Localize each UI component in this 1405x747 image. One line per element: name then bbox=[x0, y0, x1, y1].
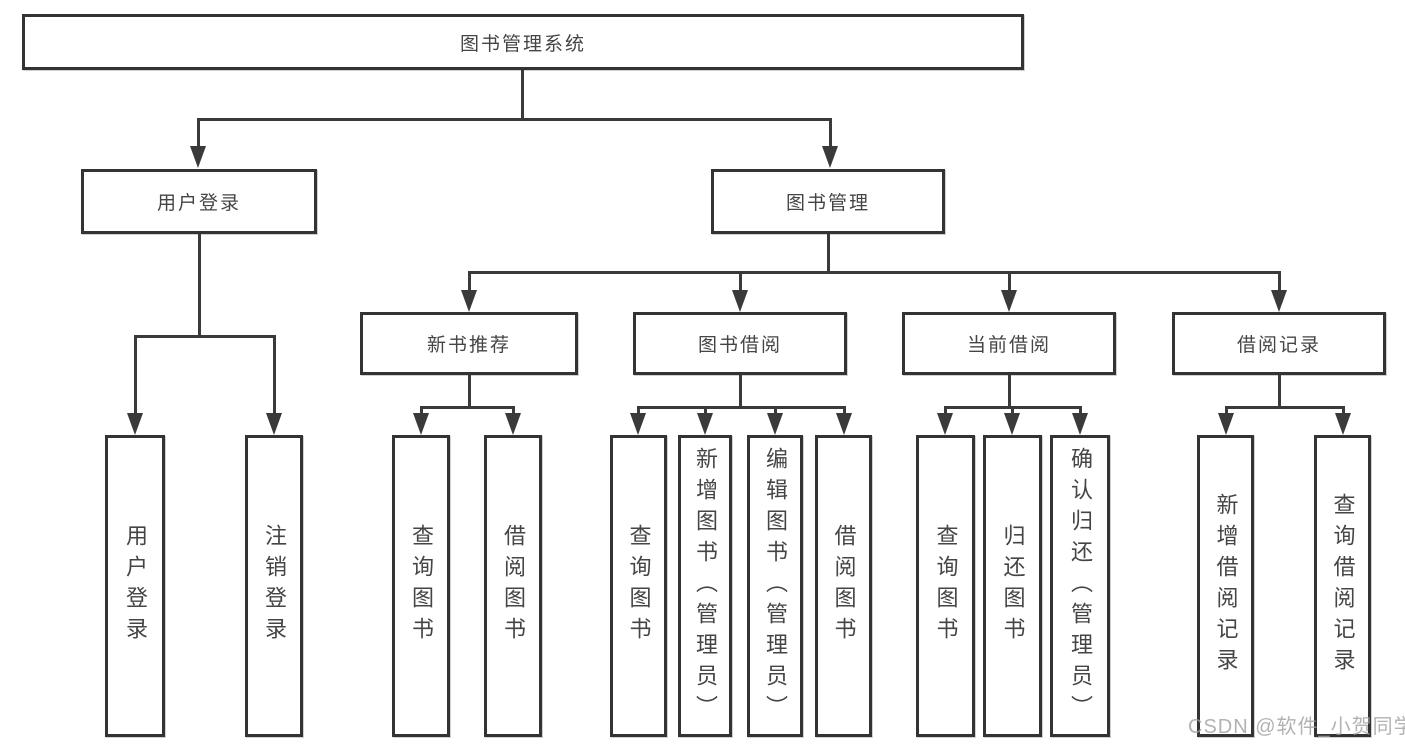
node-root: 图书管理系统 bbox=[22, 14, 1024, 70]
leaf-borrow-query-books: 查询图书 bbox=[610, 435, 667, 737]
node-borrow-records-label: 借阅记录 bbox=[1236, 335, 1321, 356]
leaf-borrow-edit-books-admin-label: 编辑图书（管理员） bbox=[763, 446, 788, 726]
connector-line bbox=[1079, 406, 1082, 418]
leaf-current-query-books-label: 查询图书 bbox=[933, 524, 959, 648]
arrowhead-down-icon bbox=[1218, 413, 1234, 435]
connector-line bbox=[468, 375, 471, 409]
arrowhead-down-icon bbox=[190, 146, 206, 168]
connector-line bbox=[521, 70, 524, 120]
arrowhead-down-icon bbox=[732, 290, 748, 312]
arrowhead-down-icon bbox=[1072, 413, 1088, 435]
connector-line bbox=[1278, 271, 1281, 291]
node-new-book-recommend: 新书推荐 bbox=[360, 312, 578, 375]
node-current-borrow-label: 当前借阅 bbox=[966, 335, 1051, 356]
connector-line bbox=[1225, 406, 1345, 409]
connector-line bbox=[637, 406, 640, 418]
connector-line bbox=[827, 234, 830, 274]
node-user-login: 用户登录 bbox=[81, 169, 317, 234]
arrowhead-down-icon bbox=[937, 413, 953, 435]
leaf-borrow-borrow-books: 借阅图书 bbox=[815, 435, 872, 737]
node-borrow-records: 借阅记录 bbox=[1172, 312, 1386, 375]
connector-line bbox=[134, 335, 137, 415]
connector-line bbox=[197, 118, 200, 148]
leaf-current-confirm-return-admin-label: 确认归还（管理员） bbox=[1068, 446, 1093, 726]
arrowhead-down-icon bbox=[461, 290, 477, 312]
connector-line bbox=[1011, 406, 1014, 418]
connector-line bbox=[637, 406, 846, 409]
leaf-newbook-query-books-label: 查询图书 bbox=[409, 524, 434, 648]
node-new-book-recommend-label: 新书推荐 bbox=[426, 335, 511, 356]
arrowhead-down-icon bbox=[630, 413, 646, 435]
leaf-logout-label: 注销登录 bbox=[262, 524, 287, 648]
arrowhead-down-icon bbox=[1271, 290, 1287, 312]
leaf-borrow-edit-books-admin: 编辑图书（管理员） bbox=[747, 435, 803, 737]
arrowhead-down-icon bbox=[1335, 413, 1351, 435]
node-book-borrow: 图书借阅 bbox=[633, 312, 847, 375]
connector-line bbox=[512, 406, 515, 418]
leaf-current-query-books: 查询图书 bbox=[916, 435, 975, 737]
leaf-borrow-query-books-label: 查询图书 bbox=[626, 524, 652, 648]
node-book-management-label: 图书管理 bbox=[785, 193, 870, 214]
leaf-records-query-record: 查询借阅记录 bbox=[1314, 435, 1371, 737]
connector-line bbox=[420, 406, 423, 418]
connector-line bbox=[468, 271, 1281, 274]
connector-line bbox=[1278, 375, 1281, 409]
connector-line bbox=[273, 335, 276, 415]
arrowhead-down-icon bbox=[822, 146, 838, 168]
arrowhead-down-icon bbox=[1004, 413, 1020, 435]
connector-line bbox=[1008, 271, 1011, 291]
leaf-current-confirm-return-admin: 确认归还（管理员） bbox=[1050, 435, 1110, 737]
connector-line bbox=[944, 406, 947, 418]
node-root-label: 图书管理系统 bbox=[459, 33, 586, 55]
connector-line bbox=[134, 335, 276, 338]
connector-line bbox=[739, 375, 742, 409]
leaf-records-query-record-label: 查询借阅记录 bbox=[1330, 493, 1356, 679]
arrowhead-down-icon bbox=[266, 413, 282, 435]
connector-line bbox=[1225, 406, 1228, 418]
node-book-management: 图书管理 bbox=[711, 169, 945, 234]
leaf-records-add-record: 新增借阅记录 bbox=[1197, 435, 1254, 737]
connector-line bbox=[1342, 406, 1345, 418]
leaf-logout: 注销登录 bbox=[245, 435, 303, 737]
connector-line bbox=[420, 406, 515, 409]
connector-line bbox=[774, 406, 777, 418]
connector-line bbox=[829, 118, 832, 148]
leaf-newbook-borrow-books: 借阅图书 bbox=[484, 435, 542, 737]
node-current-borrow: 当前借阅 bbox=[902, 312, 1116, 375]
connector-line bbox=[739, 271, 742, 291]
arrowhead-down-icon bbox=[505, 413, 521, 435]
connector-line bbox=[1008, 375, 1011, 409]
connector-line bbox=[704, 406, 707, 418]
leaf-records-add-record-label: 新增借阅记录 bbox=[1213, 493, 1239, 679]
arrowhead-down-icon bbox=[836, 413, 852, 435]
leaf-newbook-query-books: 查询图书 bbox=[392, 435, 450, 737]
connector-line bbox=[198, 234, 201, 338]
leaf-user-login: 用户登录 bbox=[105, 435, 165, 737]
node-book-borrow-label: 图书借阅 bbox=[697, 335, 782, 356]
leaf-borrow-add-books-admin: 新增图书（管理员） bbox=[678, 435, 732, 737]
arrowhead-down-icon bbox=[413, 413, 429, 435]
arrowhead-down-icon bbox=[767, 413, 783, 435]
connector-line bbox=[197, 118, 831, 121]
leaf-borrow-borrow-books-label: 借阅图书 bbox=[831, 524, 857, 648]
leaf-current-return-books-label: 归还图书 bbox=[1000, 524, 1026, 648]
arrowhead-down-icon bbox=[127, 413, 143, 435]
leaf-user-login-label: 用户登录 bbox=[123, 524, 148, 648]
leaf-newbook-borrow-books-label: 借阅图书 bbox=[501, 524, 526, 648]
leaf-current-return-books: 归还图书 bbox=[983, 435, 1042, 737]
node-user-login-label: 用户登录 bbox=[156, 193, 241, 214]
leaf-borrow-add-books-admin-label: 新增图书（管理员） bbox=[693, 446, 718, 726]
connector-line bbox=[843, 406, 846, 418]
connector-line bbox=[468, 271, 471, 291]
csdn-watermark: CSDN @软件_小贺同学 bbox=[1188, 716, 1405, 738]
arrowhead-down-icon bbox=[1001, 290, 1017, 312]
arrowhead-down-icon bbox=[697, 413, 713, 435]
